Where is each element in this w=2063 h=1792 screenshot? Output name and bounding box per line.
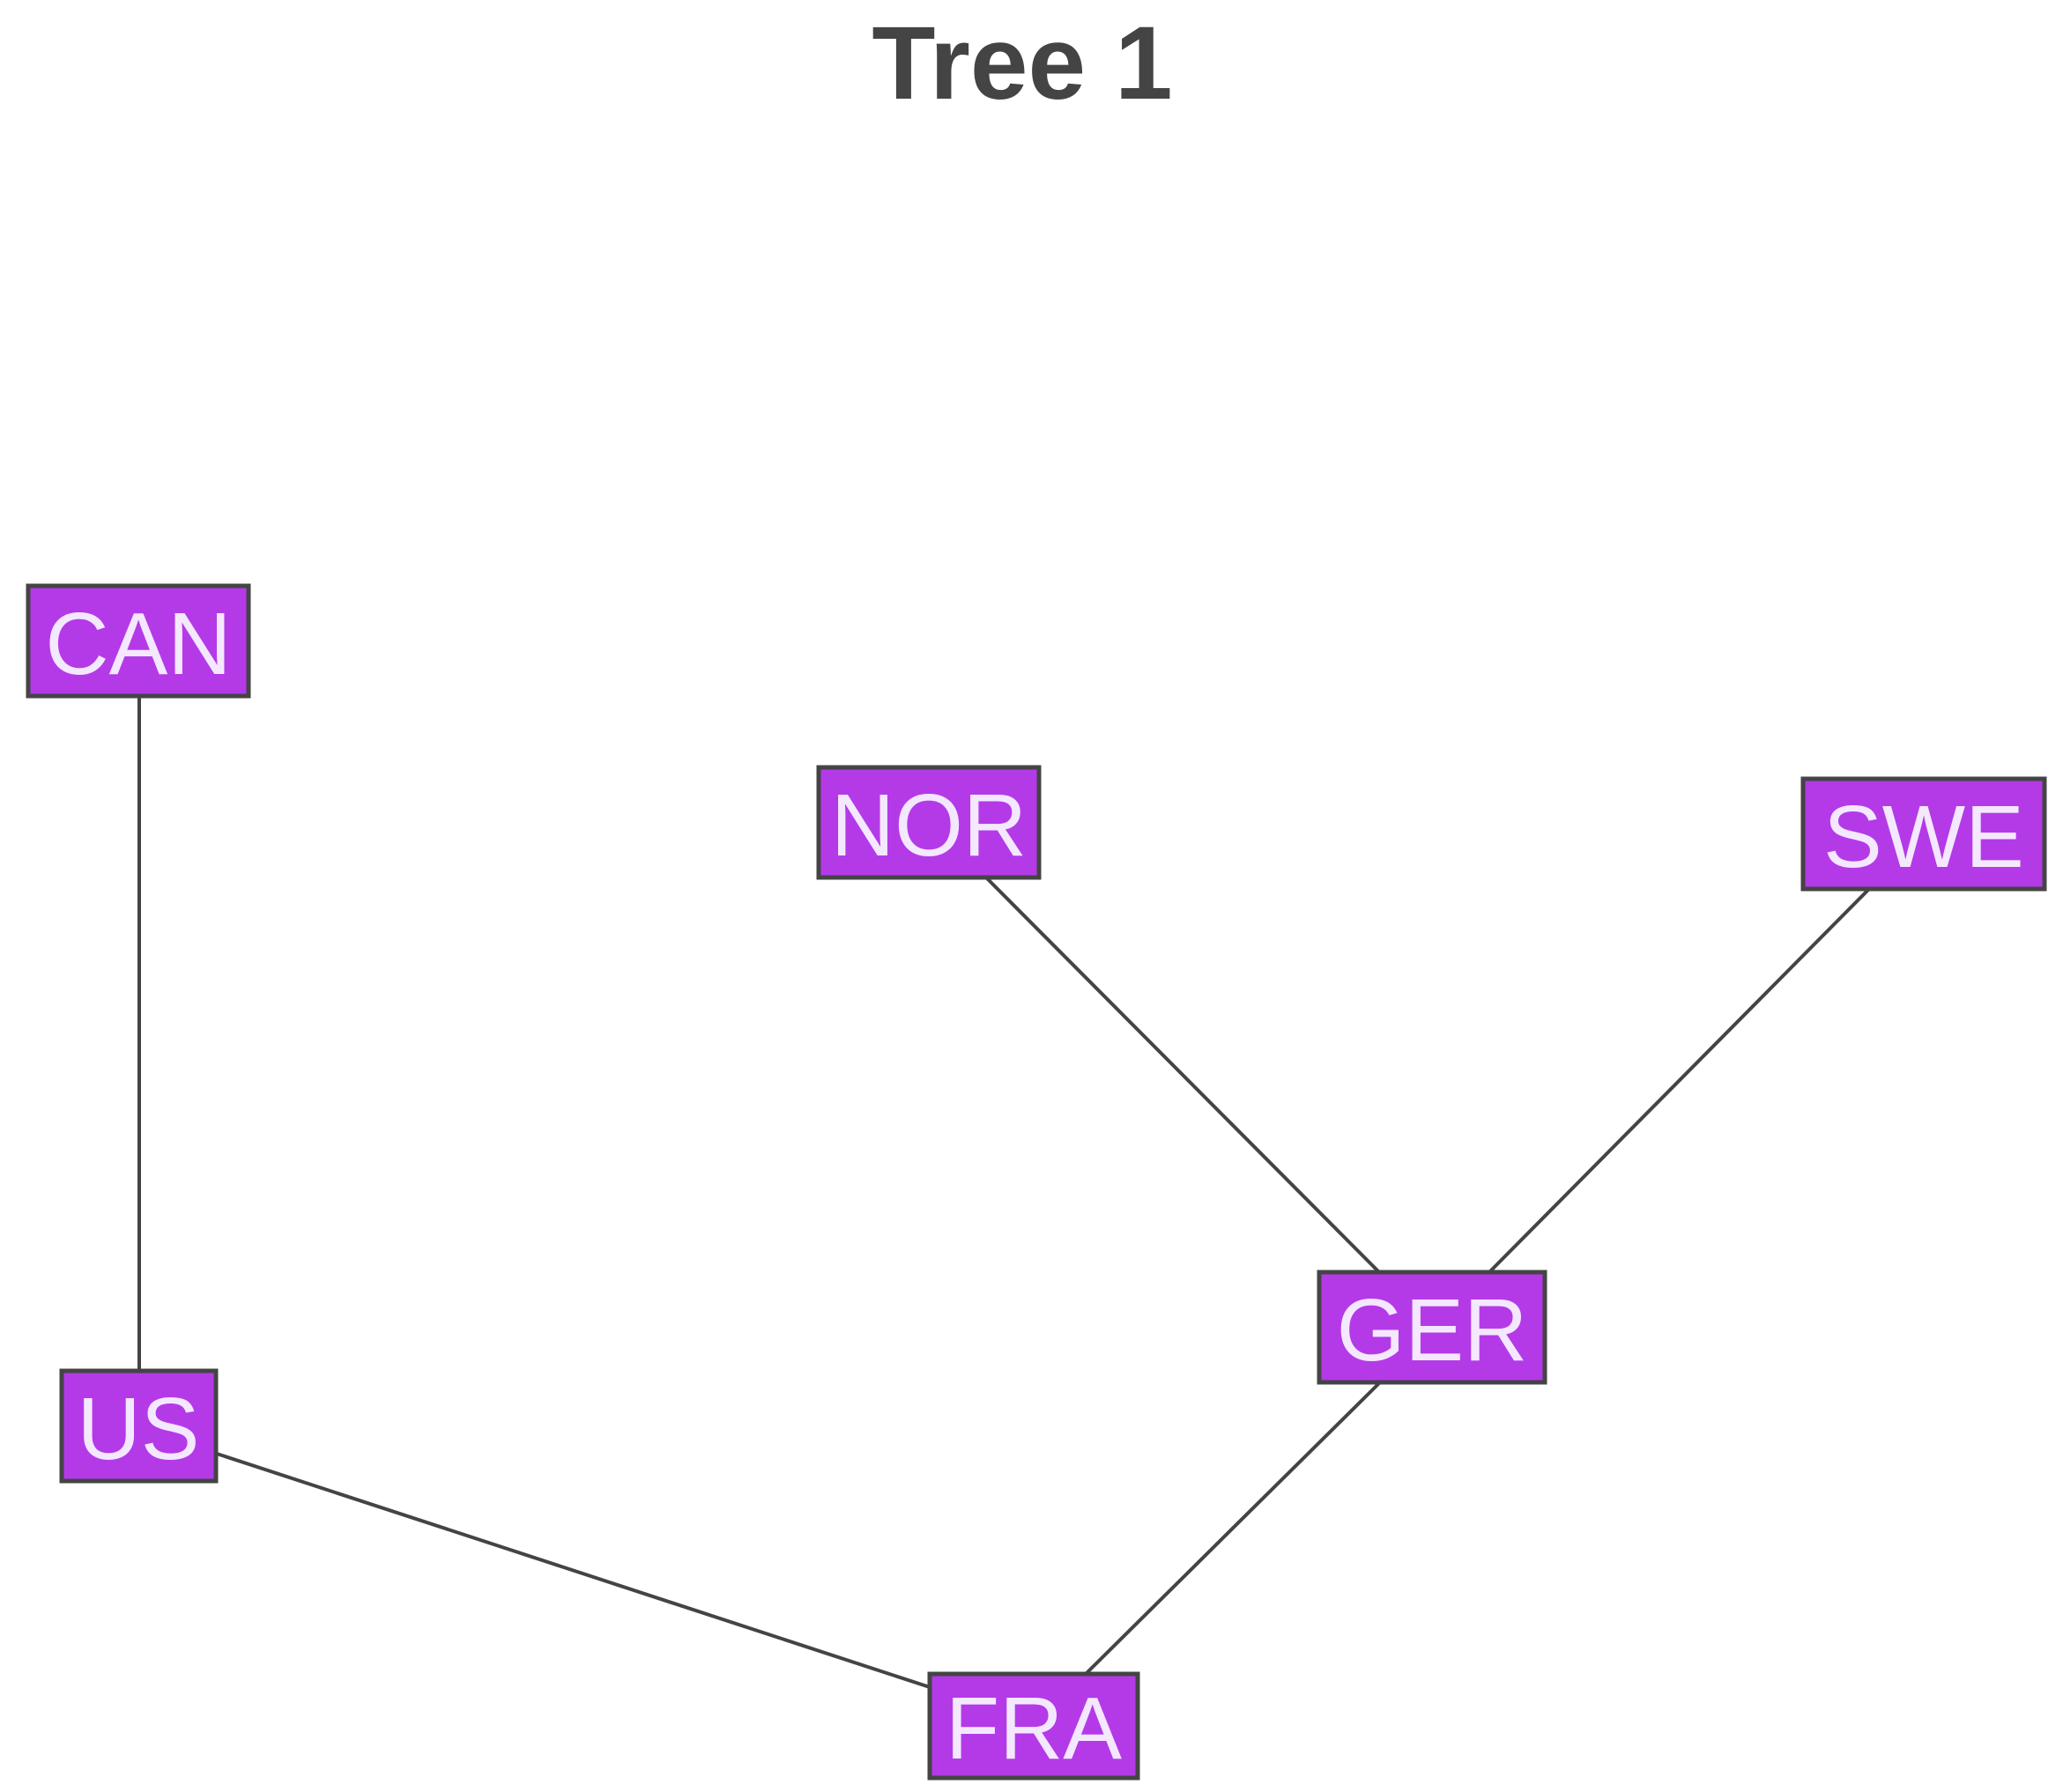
diagram-title: Tree 1	[872, 5, 1172, 122]
node-label-ger: GER	[1337, 1281, 1528, 1380]
nodes-layer: CAN NOR SWE GER US FRA	[26, 583, 2047, 1781]
node-label-swe: SWE	[1823, 788, 2024, 886]
edge-swe-ger	[1488, 888, 1870, 1274]
node-label-nor: NOR	[831, 776, 1027, 875]
edge-us-fra	[216, 1452, 931, 1689]
node-nor[interactable]: NOR	[816, 765, 1042, 880]
node-box-fra	[927, 1671, 1140, 1781]
node-box-nor	[816, 765, 1042, 880]
node-us[interactable]: US	[59, 1368, 219, 1484]
node-label-fra: FRA	[946, 1679, 1122, 1778]
node-can[interactable]: CAN	[26, 583, 251, 699]
edge-ger-fra	[1084, 1381, 1381, 1676]
node-label-can: CAN	[45, 595, 231, 693]
node-box-swe	[1800, 776, 2047, 892]
node-fra[interactable]: FRA	[927, 1671, 1140, 1781]
node-ger[interactable]: GER	[1317, 1270, 1547, 1385]
node-box-ger	[1317, 1270, 1547, 1385]
edges-layer	[137, 696, 1870, 1689]
edge-nor-ger	[985, 877, 1381, 1274]
node-swe[interactable]: SWE	[1800, 776, 2047, 892]
node-label-us: US	[78, 1380, 200, 1478]
node-box-can	[26, 583, 251, 699]
node-box-us	[59, 1368, 219, 1484]
